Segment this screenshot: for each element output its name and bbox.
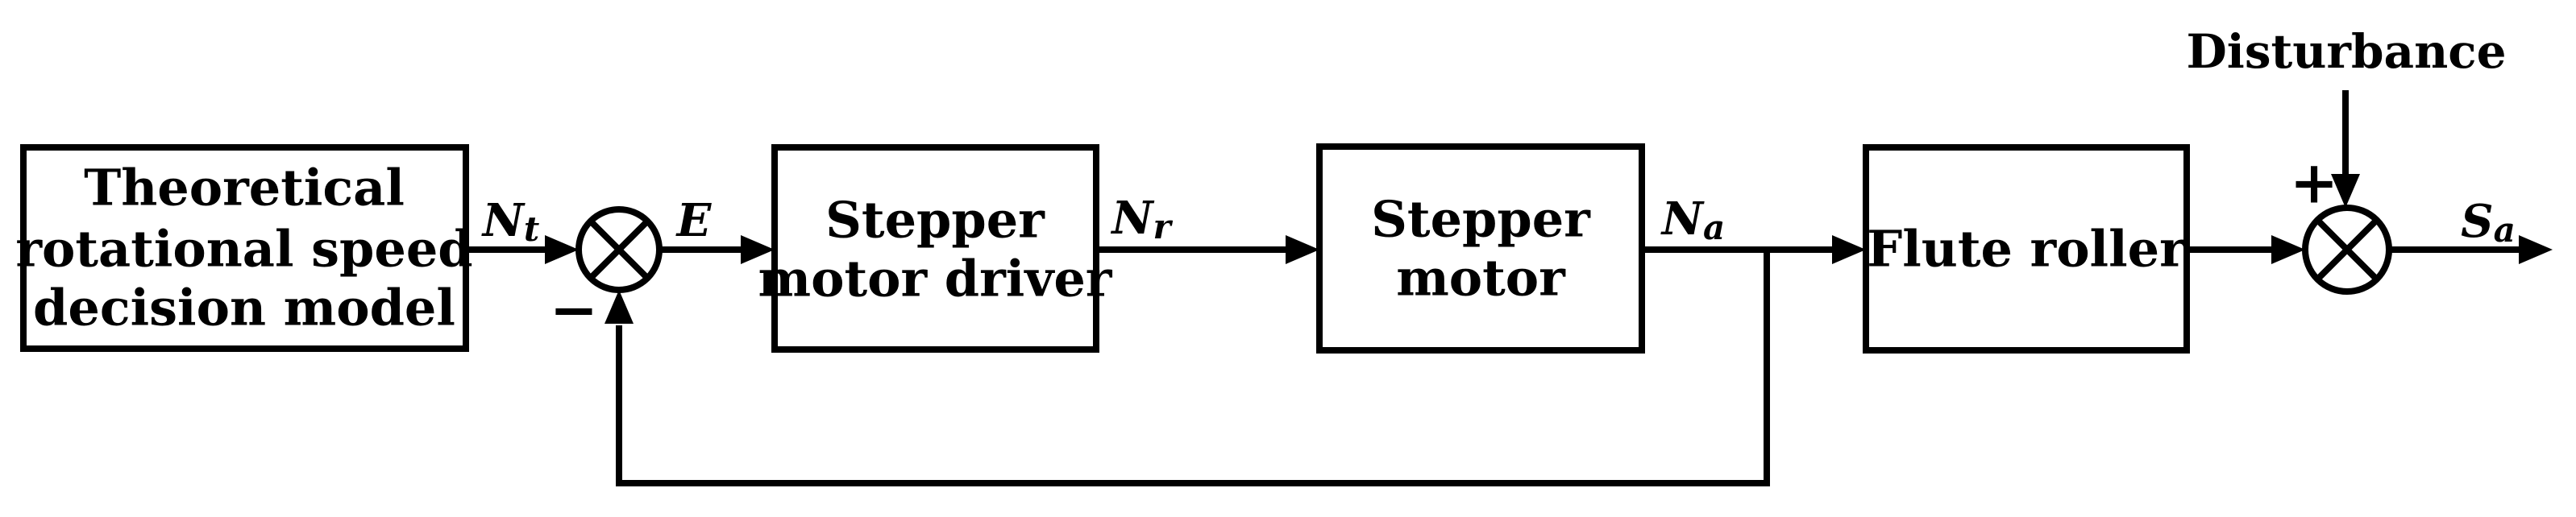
block-stepper-motor-line1: Stepper	[1371, 190, 1591, 249]
arrowhead-into-roller	[1832, 235, 1866, 264]
signal-label-e: E	[675, 194, 713, 247]
block-decision-model-box	[20, 144, 469, 352]
block-flute-roller-line1: Flute roller	[1867, 220, 2187, 279]
plus-sign: +	[2290, 148, 2338, 217]
block-flute-roller-box	[1863, 144, 2190, 354]
block-decision-model: Theoretical rotational speed decision mo…	[15, 144, 473, 352]
arrowhead-into-junction2	[2271, 235, 2305, 264]
block-stepper-motor-driver-line1: Stepper	[825, 191, 1045, 250]
block-stepper-motor-driver: Stepper motor driver	[758, 144, 1113, 353]
junction1-cross-b	[588, 218, 650, 281]
signal-label-nt: Nt	[481, 194, 540, 249]
block-stepper-motor: Stepper motor	[1316, 143, 1645, 354]
summing-junction-1	[575, 206, 663, 293]
block-stepper-motor-driver-box	[771, 144, 1099, 353]
arrowhead-output	[2519, 235, 2553, 264]
disturbance-label: Disturbance	[2186, 24, 2506, 79]
minus-sign: −	[550, 275, 598, 344]
block-stepper-motor-line2: motor	[1396, 249, 1566, 308]
arrowhead-into-driver	[741, 235, 775, 264]
signal-label-na: Na	[1660, 192, 1725, 247]
arrowhead-feedback	[605, 290, 634, 324]
wire-feedback	[616, 250, 1770, 486]
block-flute-roller: Flute roller	[1863, 144, 2190, 354]
junction2-cross-b	[2315, 217, 2379, 282]
arrowhead-disturbance	[2331, 174, 2360, 208]
summing-junction-2	[2302, 205, 2392, 295]
signal-label-sa: Sa	[2461, 195, 2516, 250]
block-stepper-motor-box	[1316, 143, 1645, 354]
block-decision-model-line2: rotational speed	[15, 220, 472, 279]
block-decision-model-line3: decision model	[33, 279, 455, 337]
signal-label-nr: Nr	[1110, 192, 1173, 246]
block-stepper-motor-driver-line2: motor driver	[758, 250, 1113, 308]
arrowhead-into-junction1	[545, 235, 579, 264]
block-decision-model-line1: Theoretical	[84, 159, 405, 217]
arrowhead-into-motor	[1286, 235, 1319, 264]
